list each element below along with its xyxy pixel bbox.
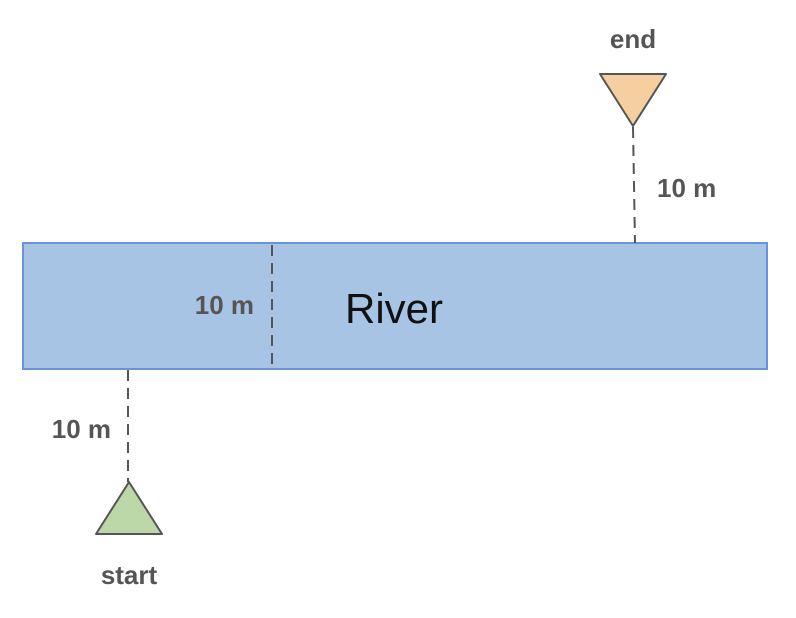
river	[22, 242, 768, 370]
river-label: River	[345, 285, 443, 332]
start-marker-icon	[95, 481, 163, 535]
end-marker-icon	[599, 73, 667, 127]
end-label: end	[610, 24, 656, 54]
end-distance-line	[632, 126, 636, 244]
end-distance-label: 10 m	[657, 173, 716, 203]
start-label: start	[101, 560, 158, 590]
start-distance-label: 10 m	[52, 414, 111, 444]
river-width-label: 10 m	[195, 290, 254, 320]
